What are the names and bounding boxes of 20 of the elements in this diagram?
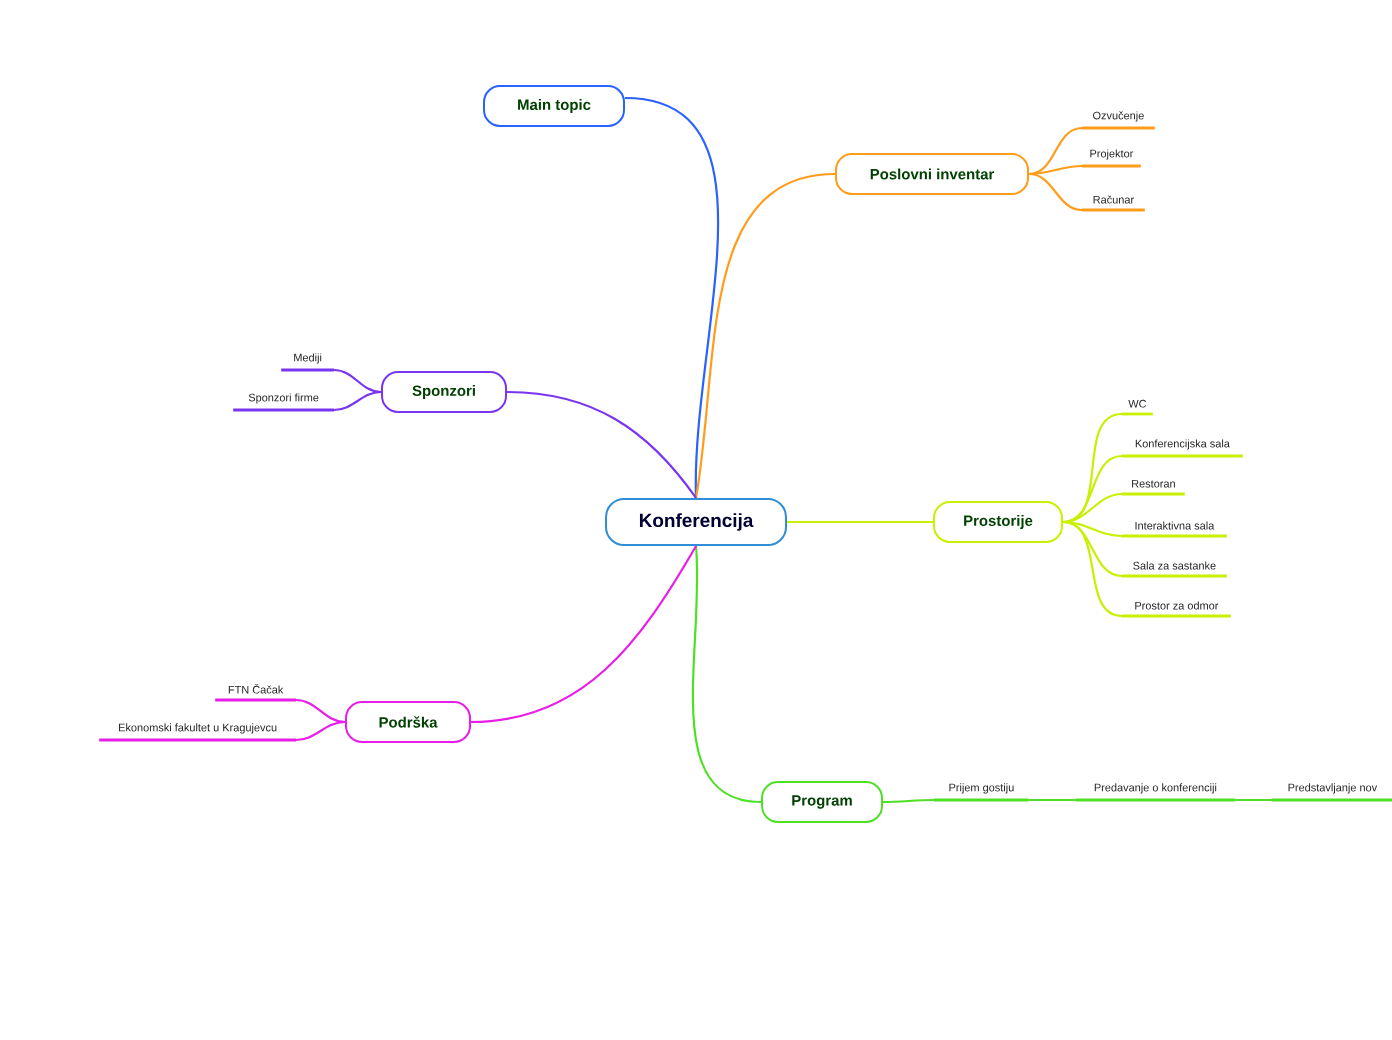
branch-line <box>506 390 697 499</box>
branch-line <box>333 390 382 412</box>
branch-line <box>1028 126 1083 176</box>
branch-line <box>1062 492 1123 524</box>
branch-line <box>691 545 762 804</box>
branch-line <box>470 545 697 724</box>
branch-line <box>1028 172 1083 212</box>
branch-line <box>1062 454 1123 524</box>
branch-line <box>694 172 836 499</box>
branch-line <box>1234 798 1272 802</box>
branch-line <box>883 798 935 804</box>
branch-line <box>1028 164 1083 176</box>
central-topic-box: Konferencija <box>605 498 787 546</box>
branch-line <box>624 96 719 498</box>
branch-line <box>1028 798 1076 802</box>
branch-line <box>333 368 382 394</box>
branch-line <box>1062 520 1123 618</box>
branch-line <box>787 520 933 524</box>
branch-line <box>295 698 346 724</box>
branch-line <box>295 720 346 742</box>
